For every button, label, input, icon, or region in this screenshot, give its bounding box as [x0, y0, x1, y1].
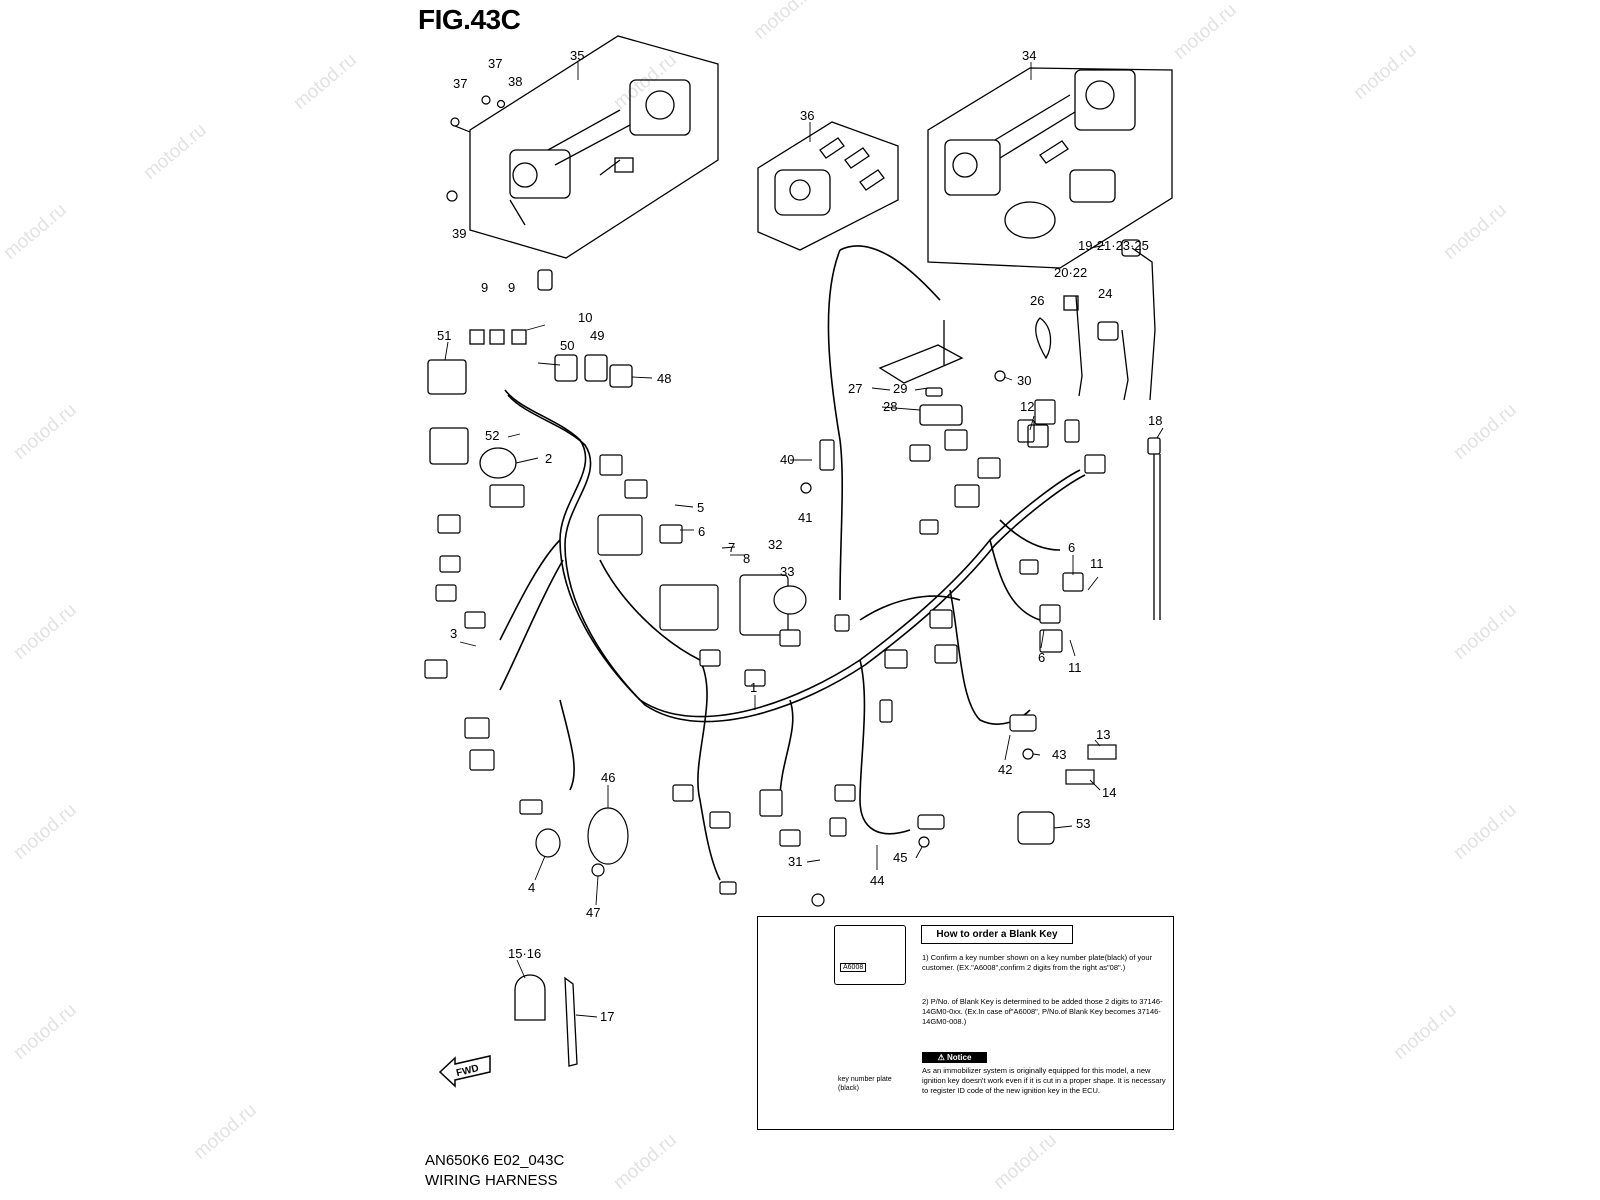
callout-2: 2 [545, 451, 552, 466]
callout-49: 49 [590, 328, 604, 343]
watermark-text: motod.ru [1170, 0, 1241, 64]
callout-33: 33 [780, 564, 794, 579]
callout-37: 37 [453, 76, 467, 91]
callout-6: 6 [1068, 540, 1075, 555]
watermark-text: motod.ru [140, 120, 211, 184]
fwd-label: FWD [455, 1063, 480, 1079]
key-set-assembly-36 [757, 121, 899, 251]
callout-24: 24 [1098, 286, 1112, 301]
main-wiring-harness-1 [499, 245, 1086, 881]
panel-heading: How to order a Blank Key [921, 925, 1073, 944]
callout-7: 7 [728, 540, 735, 555]
callout-6: 6 [698, 524, 705, 539]
callout-17: 17 [600, 1009, 614, 1024]
watermark-text: motod.ru [1450, 400, 1521, 464]
callout-4: 4 [528, 880, 535, 895]
callout-47: 47 [586, 905, 600, 920]
watermark-text: motod.ru [990, 1130, 1061, 1194]
callout-36: 36 [800, 108, 814, 123]
callout-13: 13 [1096, 727, 1110, 742]
callout-50: 50 [560, 338, 574, 353]
callout-53: 53 [1076, 816, 1090, 831]
callout-numbers: 35 37 37 38 39 36 34 19·21·23·25 20·22 2… [437, 48, 1162, 1024]
callout-10: 10 [578, 310, 592, 325]
watermark-text: motod.ru [10, 800, 81, 864]
callout-5: 5 [697, 500, 704, 515]
key-number-plate: A6008 [834, 925, 906, 985]
watermark-text: motod.ru [1450, 800, 1521, 864]
fwd-arrow: FWD [438, 1055, 491, 1088]
callout-12: 12 [1020, 399, 1034, 414]
leader-lines [444, 62, 1164, 1018]
callout-1: 1 [750, 680, 757, 695]
callout-20-22: 20·22 [1054, 265, 1087, 280]
watermark-text: motod.ru [10, 1000, 81, 1064]
callout-52: 52 [485, 428, 499, 443]
immobilizer-antenna-27 [878, 320, 964, 426]
callout-40: 40 [780, 452, 794, 467]
watermark-text: motod.ru [610, 1130, 681, 1194]
callout-45: 45 [893, 850, 907, 865]
callout-41: 41 [798, 510, 812, 525]
panel-step-2: 2) P/No. of Blank Key is determined to b… [922, 997, 1163, 1026]
watermark-text: motod.ru [1440, 200, 1511, 264]
callout-28: 28 [883, 399, 897, 414]
callout-27: 27 [848, 381, 862, 396]
cable-ties-18-26 [1027, 239, 1161, 620]
watermark-text: motod.ru [610, 50, 681, 114]
watermark-text: motod.ru [0, 200, 71, 264]
callout-11: 11 [1068, 660, 1082, 675]
callout-37: 37 [488, 56, 502, 71]
panel-step-1: 1) Confirm a key number shown on a key n… [922, 953, 1153, 972]
callout-46: 46 [601, 770, 615, 785]
callout-9: 9 [481, 280, 488, 295]
watermark-text: motod.ru [1390, 1000, 1461, 1064]
watermark-text: motod.ru [190, 1100, 261, 1164]
watermark-text: motod.ru [1350, 40, 1421, 104]
callout-32: 32 [768, 537, 782, 552]
callout-26: 26 [1030, 293, 1044, 308]
callout-43: 43 [1052, 747, 1066, 762]
relay-cluster-upper-left [427, 269, 633, 479]
notice-label: ⚠ Notice [922, 1052, 987, 1063]
watermark-text: motod.ru [290, 50, 361, 114]
callout-38: 38 [508, 74, 522, 89]
callout-9: 9 [508, 280, 515, 295]
callout-29: 29 [893, 381, 907, 396]
callout-31: 31 [788, 854, 802, 869]
ignition-switch-assembly-35 [469, 35, 719, 259]
ignition-switch-assembly-34 [927, 67, 1173, 269]
figure-title: FIG.43C [418, 4, 521, 35]
callout-48: 48 [657, 371, 671, 386]
callout-15-16: 15·16 [508, 946, 541, 961]
harness-connectors [424, 370, 1117, 907]
clamps-15-16-17 [514, 974, 578, 1067]
notice-text: As an immobilizer system is originally e… [922, 1066, 1166, 1095]
small-hardware-37-38-39 [446, 95, 506, 202]
callout-30: 30 [1017, 373, 1031, 388]
callout-42: 42 [998, 762, 1012, 777]
callout-3: 3 [450, 626, 457, 641]
callout-34: 34 [1022, 48, 1036, 63]
key-number-code: A6008 [840, 963, 867, 972]
watermark-text: motod.ru [750, 0, 821, 44]
callout-35: 35 [570, 48, 584, 63]
callout-11: 11 [1090, 556, 1104, 571]
callout-14: 14 [1102, 785, 1116, 800]
callout-39: 39 [452, 226, 466, 241]
watermark-text: motod.ru [10, 400, 81, 464]
callout-51: 51 [437, 328, 451, 343]
blank-key-order-panel: A6008 key number plate (black) How to or… [757, 916, 1174, 1130]
callout-44: 44 [870, 873, 884, 888]
watermark-text: motod.ru [10, 600, 81, 664]
callout-19-21-23-25: 19·21·23·25 [1078, 238, 1149, 253]
callout-6: 6 [1038, 650, 1045, 665]
watermark-text: motod.ru [1450, 600, 1521, 664]
figure-name: WIRING HARNESS [425, 1172, 558, 1189]
model-code: AN650K6 E02_043C [425, 1152, 565, 1169]
key-number-plate-caption: key number plate (black) [838, 1076, 892, 1092]
callout-18: 18 [1148, 413, 1162, 428]
callout-8: 8 [743, 551, 750, 566]
